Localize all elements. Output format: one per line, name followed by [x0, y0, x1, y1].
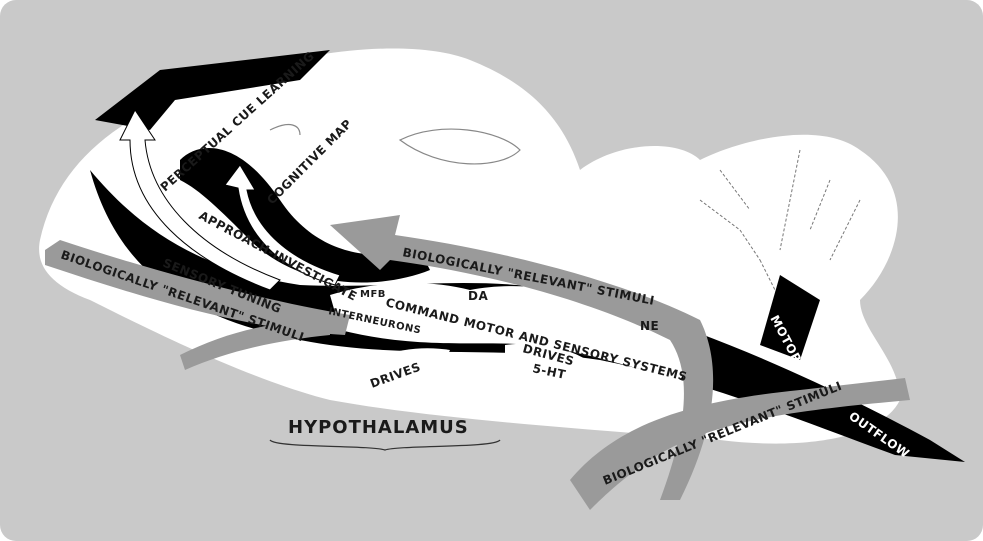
stimuli-arrow-bottom — [570, 378, 910, 510]
motor-arrow — [760, 275, 820, 360]
drives-region-right — [505, 343, 600, 383]
perceptual-arrow — [119, 109, 281, 291]
label-hypothalamus: HYPOTHALAMUS — [288, 417, 469, 438]
label-da: DA — [468, 289, 488, 303]
cortex-fold — [269, 123, 521, 165]
label-ne: NE — [640, 319, 659, 333]
stimuli-arrow-left — [45, 240, 350, 335]
drives-region-left — [360, 348, 450, 398]
hypothalamus-brace — [269, 439, 501, 451]
cognitive-arrow — [224, 164, 341, 286]
label-5ht: 5-HT — [531, 361, 567, 382]
pathway-black-upper — [95, 50, 330, 130]
stimuli-arrow-left-tail — [180, 320, 330, 370]
cerebellum-folds — [699, 149, 861, 301]
stimuli-arrow-top — [330, 215, 714, 500]
label-mfb: MFB — [360, 289, 386, 300]
